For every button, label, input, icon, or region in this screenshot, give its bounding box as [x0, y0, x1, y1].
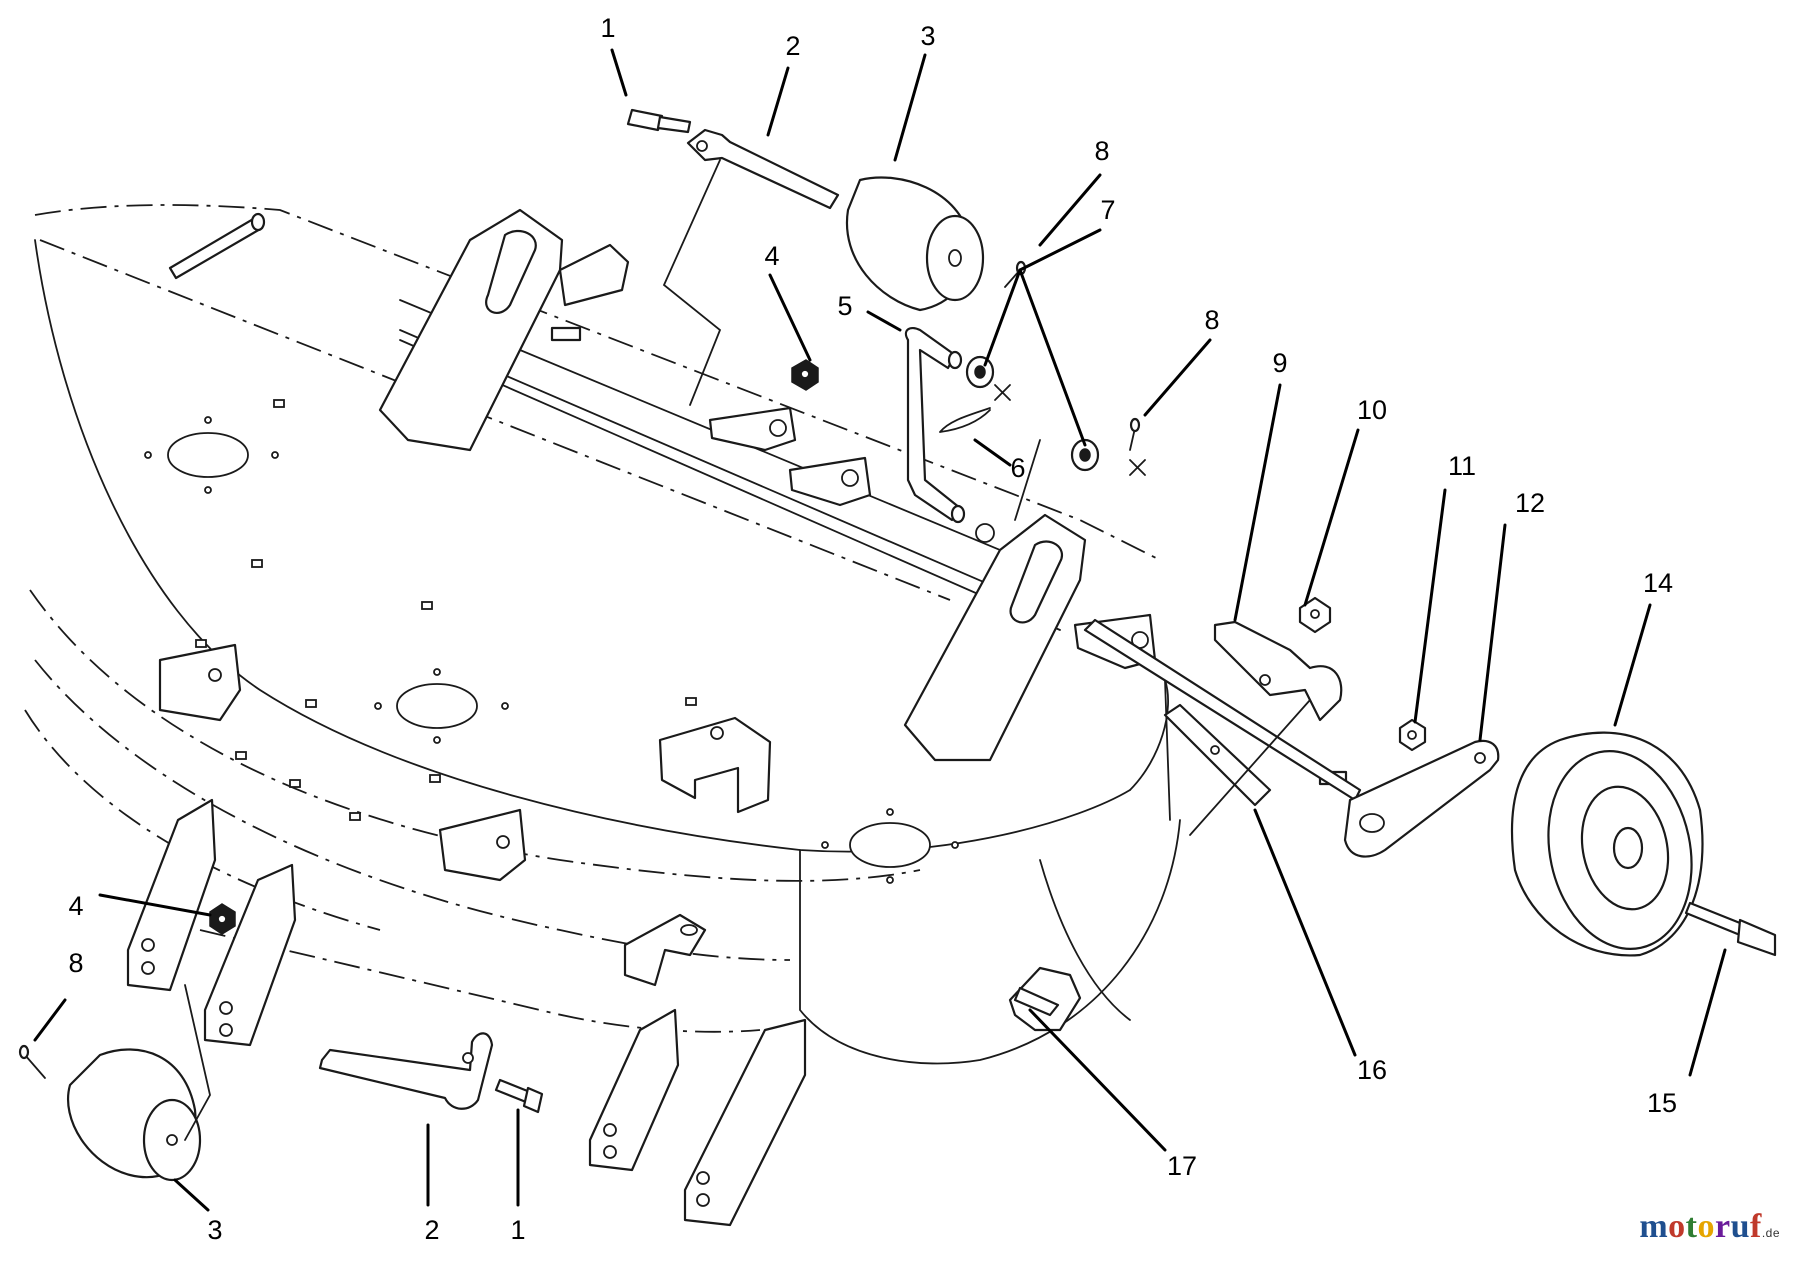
spindle-hole-center	[374, 668, 509, 744]
deck-bracket-front	[658, 716, 772, 814]
bottom-roller-axle	[318, 1032, 494, 1110]
watermark-logo: motoruf.de	[1639, 1208, 1780, 1245]
top-roller-axle	[686, 128, 840, 210]
callout-1-bottom: 1	[510, 1215, 525, 1245]
lock-nut-10	[1298, 596, 1332, 634]
deck-upright-left	[378, 208, 630, 452]
leader-lines	[33, 48, 1727, 1212]
cotter-pin-left	[18, 1044, 46, 1079]
washer-lower	[1070, 438, 1100, 472]
deck-square-holes	[195, 399, 697, 821]
lock-nut-top	[791, 359, 819, 391]
top-roller-bolt	[626, 108, 692, 134]
callout-8-left: 8	[68, 948, 83, 978]
height-adjust-pin	[904, 326, 966, 524]
spacer-plate-16	[1163, 703, 1272, 807]
deck-bracket-left	[158, 643, 242, 722]
mower-deck	[24, 204, 1348, 1227]
callout-17: 17	[1167, 1151, 1197, 1181]
wheel-arm	[1083, 618, 1500, 858]
hairpin-clip	[939, 407, 991, 433]
spindle-hole-left	[144, 416, 279, 494]
front-bracket-left-b	[203, 863, 297, 1047]
callout-8-mid: 8	[1204, 305, 1219, 335]
callout-2-top: 2	[785, 31, 800, 61]
spindle-hole-right	[821, 808, 959, 884]
callout-3-bottom: 3	[207, 1215, 222, 1245]
front-bracket-right-b	[683, 1018, 807, 1227]
callout-9: 9	[1272, 348, 1287, 378]
callout-3-top: 3	[920, 21, 935, 51]
deck-wheel	[1510, 731, 1704, 957]
callout-14: 14	[1643, 568, 1673, 598]
deck-bracket-small	[623, 913, 707, 987]
front-bracket-right-a	[588, 1008, 680, 1172]
deck-upright-right	[903, 513, 1087, 762]
wheel-bolt	[1684, 901, 1777, 957]
callout-4-left: 4	[68, 891, 83, 921]
callout-11: 11	[1448, 451, 1476, 481]
callout-8-top: 8	[1094, 136, 1109, 166]
callout-12: 12	[1515, 488, 1545, 518]
callout-labels: 1 2 3 8 7 4 5 8 6 9 10 11 12 14 16 15 17…	[68, 13, 1677, 1245]
deck-bumper-17	[1008, 966, 1082, 1032]
callout-10: 10	[1357, 395, 1387, 425]
callout-15: 15	[1647, 1088, 1677, 1118]
callout-16: 16	[1357, 1055, 1387, 1085]
callout-2-bottom: 2	[424, 1215, 439, 1245]
front-bracket-left-a	[126, 798, 217, 992]
callout-4-top: 4	[764, 241, 779, 271]
callout-7: 7	[1100, 195, 1115, 225]
bottom-roller	[67, 1048, 202, 1182]
lock-nut-left	[209, 903, 236, 935]
washer-upper	[965, 355, 1011, 401]
lock-nut-11	[1398, 718, 1427, 752]
callout-6: 6	[1010, 453, 1025, 483]
callout-5: 5	[837, 291, 852, 321]
top-roller	[845, 176, 985, 312]
mount-bracket-9	[1213, 620, 1343, 722]
cotter-pin-mid	[1129, 417, 1146, 476]
bottom-roller-bolt	[494, 1078, 544, 1114]
callout-1-top: 1	[600, 13, 615, 43]
deck-bracket-center	[438, 808, 527, 882]
